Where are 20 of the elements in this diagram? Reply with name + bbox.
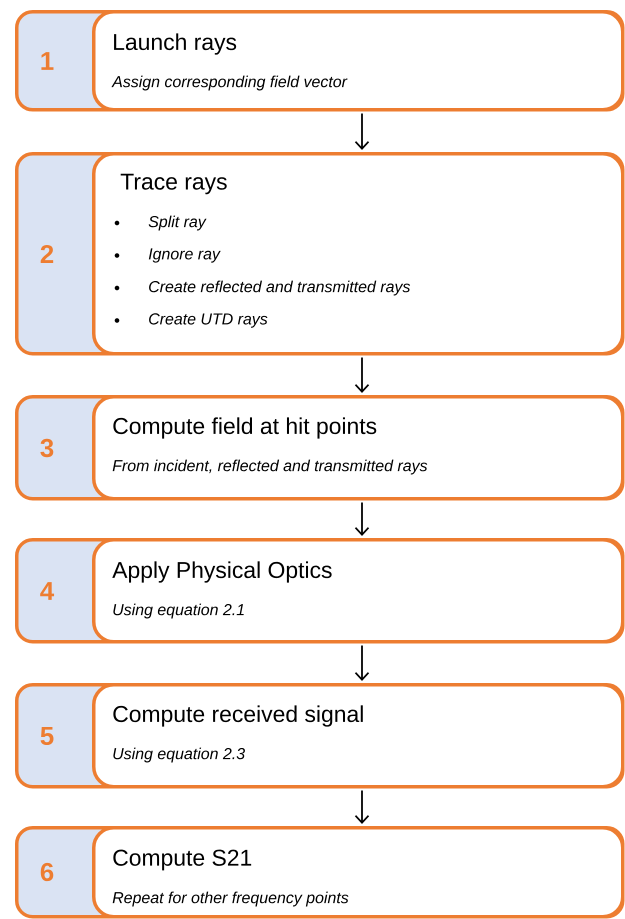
step-description: Assign corresponding field vector (111, 76, 348, 90)
step-description: From incident, reflected and transmitted rays (112, 460, 428, 474)
arrow (354, 114, 370, 150)
step-title: Compute S21 (113, 850, 252, 870)
step-description: Using equation 2.1 (113, 604, 244, 618)
step-title: Trace rays (120, 174, 227, 194)
step-description: Repeat for other frequency points (112, 892, 348, 906)
bullet-item: Ignore ray (114, 248, 221, 263)
arrow (354, 358, 370, 393)
step-title: Launch rays (114, 33, 236, 55)
step-description: Using equation 2.3 (113, 748, 245, 762)
arrow (354, 790, 370, 824)
step-title: Apply Physical Optics (112, 561, 332, 583)
arrow (354, 646, 370, 681)
step-title: Compute field at hit points (113, 417, 376, 439)
bullet-item: Create reflected and transmitted rays (114, 280, 410, 296)
bullet-item: Split ray (114, 216, 207, 230)
arrow (354, 502, 370, 536)
bullet-item: Create UTD rays (114, 313, 268, 328)
step-title: Compute received signal (113, 705, 363, 727)
